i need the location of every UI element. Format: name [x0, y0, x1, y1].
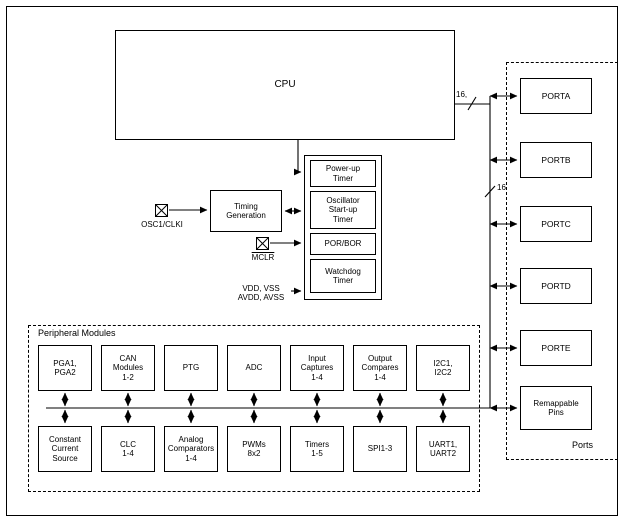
- peripheral-output-compares-block: Output Compares 1-4: [353, 345, 407, 391]
- ports-title: Ports: [570, 440, 596, 450]
- port-a-block: PORTA: [520, 78, 592, 114]
- por-bor-block: POR/BOR: [310, 233, 376, 255]
- mclr-label: MCLR: [251, 253, 275, 262]
- cpu-block: CPU: [115, 30, 455, 140]
- port-c-block: PORTC: [520, 206, 592, 242]
- peripheral-pwm-block: PWMs 8x2: [227, 426, 281, 472]
- timing-generation-block: Timing Generation: [210, 190, 282, 232]
- oscillator-start-up-timer-block: Oscillator Start-up Timer: [310, 191, 376, 229]
- mclr-pin-icon: [256, 237, 269, 250]
- osc1-pin-icon: [155, 204, 168, 217]
- peripheral-analog-comparators-block: Analog Comparators 1-4: [164, 426, 218, 472]
- peripheral-i2c-block: I2C1, I2C2: [416, 345, 470, 391]
- bus-width-label: 16,: [456, 90, 468, 99]
- bus-lines: [455, 92, 518, 412]
- peripheral-spi-block: SPI1-3: [353, 426, 407, 472]
- peripheral-input-captures-block: Input Captures 1-4: [290, 345, 344, 391]
- osc1-label: OSC1/CLKI: [141, 220, 183, 229]
- port-d-block: PORTD: [520, 268, 592, 304]
- power-up-timer-block: Power-up Timer: [310, 160, 376, 187]
- peripheral-timers-block: Timers 1-5: [290, 426, 344, 472]
- remappable-pins-block: Remappable Pins: [520, 386, 592, 430]
- peripheral-uart-block: UART1, UART2: [416, 426, 470, 472]
- peripheral-constant-current-source-block: Constant Current Source: [38, 426, 92, 472]
- peripheral-modules-outline: [28, 325, 480, 492]
- port-e-block: PORTE: [520, 330, 592, 366]
- port-b-block: PORTB: [520, 142, 592, 178]
- peripheral-clc-block: CLC 1-4: [101, 426, 155, 472]
- peripheral-modules-title: Peripheral Modules: [36, 328, 118, 338]
- timer-connectors: [169, 140, 302, 295]
- supply-label: VDD, VSS AVDD, AVSS: [237, 284, 285, 302]
- peripheral-ptg-block: PTG: [164, 345, 218, 391]
- watchdog-timer-block: Watchdog Timer: [310, 259, 376, 293]
- bus-width-label-2: 16: [497, 183, 506, 192]
- peripheral-can-block: CAN Modules 1-2: [101, 345, 155, 391]
- peripheral-bus: [46, 392, 490, 424]
- peripheral-adc-block: ADC: [227, 345, 281, 391]
- ports-group-outline: [506, 62, 618, 460]
- peripheral-pga-block: PGA1, PGA2: [38, 345, 92, 391]
